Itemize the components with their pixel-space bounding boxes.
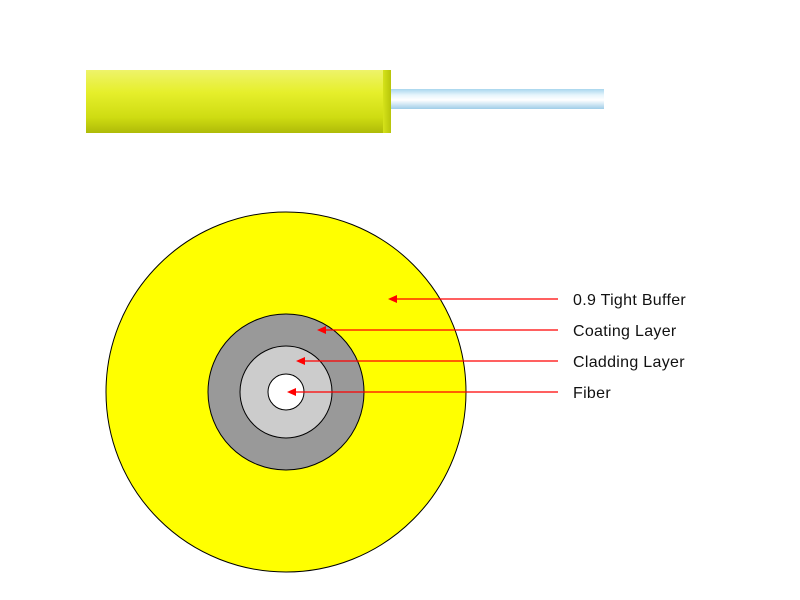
arrow-coating-layer [317,326,558,334]
cable-jacket-end [383,70,391,133]
callout-arrows [287,295,558,396]
exposed-fiber [388,89,604,109]
cable-jacket [86,70,391,133]
arrow-fiber [287,388,558,396]
label-fiber: Fiber [573,385,611,402]
label-coating-layer: Coating Layer [573,323,677,340]
arrow-tight-buffer [388,295,558,303]
callout-labels: 0.9 Tight Buffer Coating Layer Cladding … [573,292,686,402]
label-cladding-layer: Cladding Layer [573,354,685,371]
label-tight-buffer: 0.9 Tight Buffer [573,292,686,309]
cross-section [105,211,467,573]
arrow-cladding-layer [296,357,558,365]
cable-side-view [86,70,604,133]
